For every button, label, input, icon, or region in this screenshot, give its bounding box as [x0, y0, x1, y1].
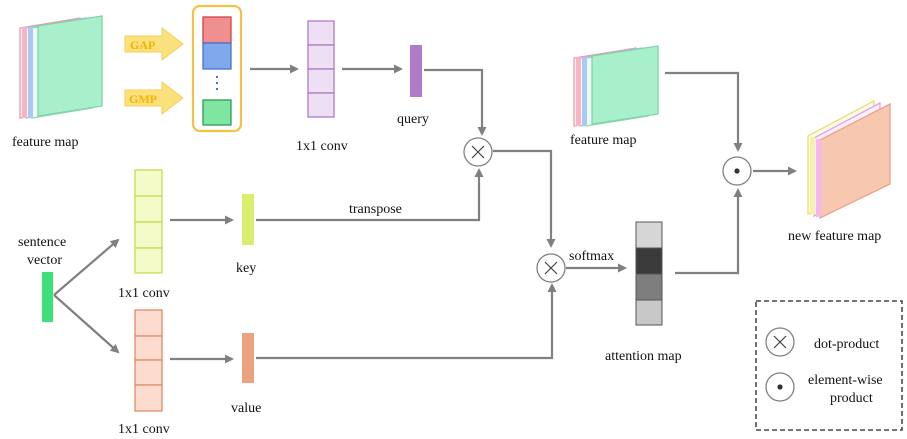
attention-map	[635, 221, 663, 326]
arrow-sentence-to-key-conv	[53, 238, 120, 296]
conv-key-label: 1x1 conv	[118, 286, 170, 301]
arrow-sentence-to-value-conv	[53, 294, 120, 354]
legend-element-wise-line2: product	[830, 391, 873, 406]
gap-arrow: GAP	[124, 26, 184, 62]
value-conv-block	[134, 309, 163, 412]
query-conv-block	[307, 20, 335, 118]
feature-map-left-stack	[19, 15, 103, 119]
key-conv-block	[134, 169, 163, 274]
conv-query-label: 1x1 conv	[296, 139, 348, 154]
query-label: query	[397, 112, 429, 127]
element-wise-product-icon	[765, 372, 795, 402]
sentence-vector-label-line2: vector	[27, 253, 62, 268]
feature-map-left-label: feature map	[12, 135, 78, 150]
key-label: key	[236, 261, 256, 276]
sentence-vector-label-line1: sentence	[18, 235, 66, 250]
value-vector	[242, 333, 254, 383]
gmp-arrow: GMP	[124, 80, 184, 116]
arrow-attention-to-elementwise	[675, 188, 743, 275]
arrow-featuremap-to-elementwise	[665, 71, 743, 152]
feature-map-right-stack	[573, 45, 659, 127]
arrow-query-to-product	[424, 68, 487, 136]
arrow-key-transpose	[256, 168, 484, 222]
query-vector	[410, 45, 422, 97]
arrow-product-to-softmax-product	[493, 149, 556, 248]
dot-product-icon	[765, 327, 795, 357]
attention-map-label: attention map	[605, 349, 682, 364]
sentence-vector	[42, 272, 53, 322]
new-feature-map-label: new feature map	[788, 229, 881, 244]
transpose-label: transpose	[349, 202, 402, 217]
gmp-label: GMP	[129, 92, 157, 106]
gap-label: GAP	[130, 38, 155, 52]
new-feature-map-stack	[807, 99, 891, 220]
element-wise-product-icon	[722, 156, 752, 186]
dot-product-icon	[463, 137, 493, 167]
softmax-label: softmax	[569, 249, 614, 264]
legend-dot-product: dot-product	[814, 337, 879, 352]
value-label: value	[231, 401, 261, 416]
conv-value-label: 1x1 conv	[118, 422, 170, 437]
legend-element-wise-line1: element-wise	[808, 373, 883, 388]
feature-map-right-label: feature map	[570, 133, 636, 148]
arrow-value-to-product	[256, 283, 557, 360]
dot-product-icon	[536, 253, 566, 283]
pooled-vector	[191, 4, 243, 133]
key-vector	[242, 194, 254, 245]
legend-box: dot-product element-wise product	[755, 300, 903, 431]
